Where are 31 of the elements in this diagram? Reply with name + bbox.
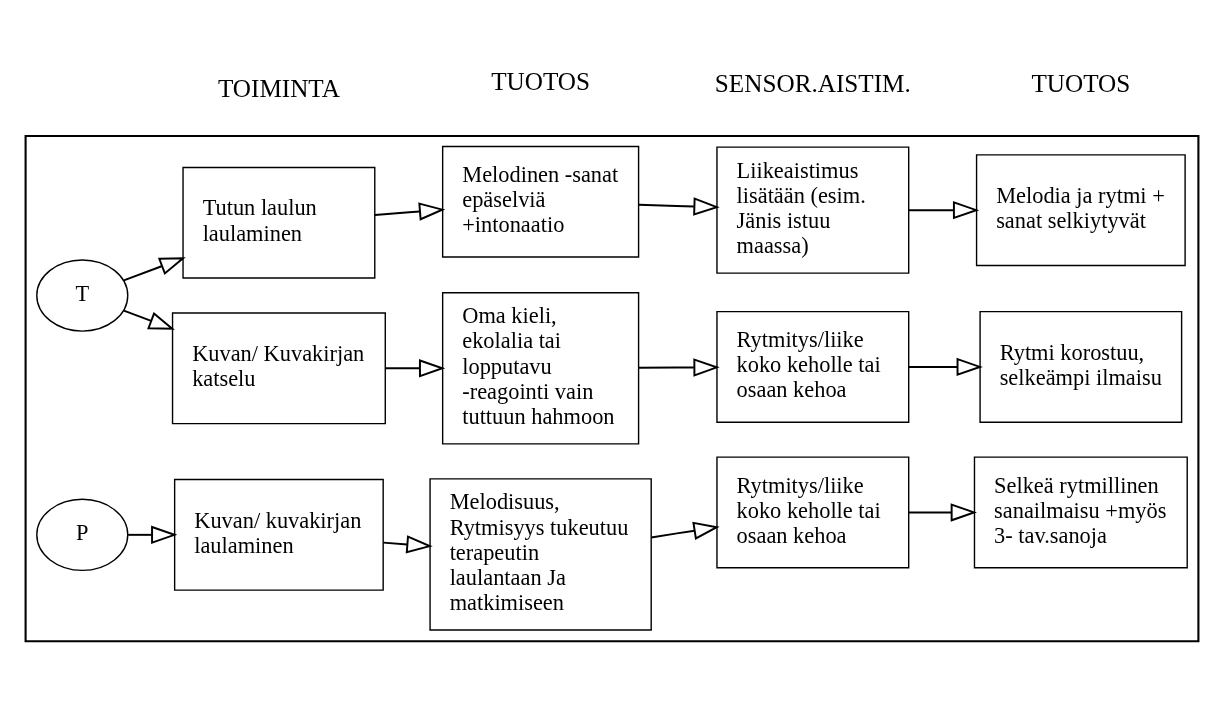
- arrow: [637, 197, 720, 216]
- node-box: Melodinen -sanat epäselviä +intonaatio: [441, 145, 640, 258]
- node-box: Melodisuus, Rytmisyys tukeutuu terapeutin laulantaan Ja matkimiseen: [429, 478, 652, 631]
- node-box: Rytmitys/liike koko keholle tai osaan kehoa: [716, 310, 910, 423]
- arrow: [907, 503, 977, 522]
- label: TUOTOS: [1031, 69, 1131, 97]
- node-box: Rytmi korostuu, selkeämpi ilmaisu: [979, 310, 1183, 423]
- arrow: [122, 309, 175, 330]
- node-box: Liikeaistimus lisätään (esim. Jänis istuu maassa): [716, 146, 910, 274]
- arrow: [637, 358, 720, 377]
- node-box: Selkeä rytmillinen sanailmaisu +myös 3- tav.sanoja: [973, 456, 1188, 569]
- label: TOIMINTA: [217, 75, 340, 103]
- cluster: [24, 134, 1200, 643]
- node-ellipse: T: [36, 259, 129, 332]
- node-box: Kuvan/ Kuvakirjan katselu: [171, 312, 386, 425]
- arrow: [907, 357, 983, 377]
- arrow: [373, 202, 446, 221]
- arrow: [384, 359, 446, 378]
- arrow: [650, 521, 720, 540]
- arrow: [127, 525, 178, 545]
- node-box: Oma kieli, ekolalia tai lopputavu -reagointi vain tuttuun hahmoon: [441, 292, 640, 445]
- node-box: Tutun laulun laulaminen: [182, 166, 376, 279]
- node-box: Kuvan/ kuvakirjan laulaminen: [173, 478, 384, 591]
- arrow: [907, 200, 980, 220]
- arrow: [122, 257, 186, 282]
- label: SENSOR.AISTIM.: [714, 69, 911, 97]
- node-box: Melodia ja rytmi + sanat selkiytyvät: [975, 154, 1186, 267]
- label: TUOTOS: [491, 68, 591, 96]
- node-ellipse: P: [36, 498, 129, 572]
- arrow: [382, 535, 433, 554]
- node-box: Rytmitys/liike koko keholle tai osaan kehoa: [716, 456, 910, 569]
